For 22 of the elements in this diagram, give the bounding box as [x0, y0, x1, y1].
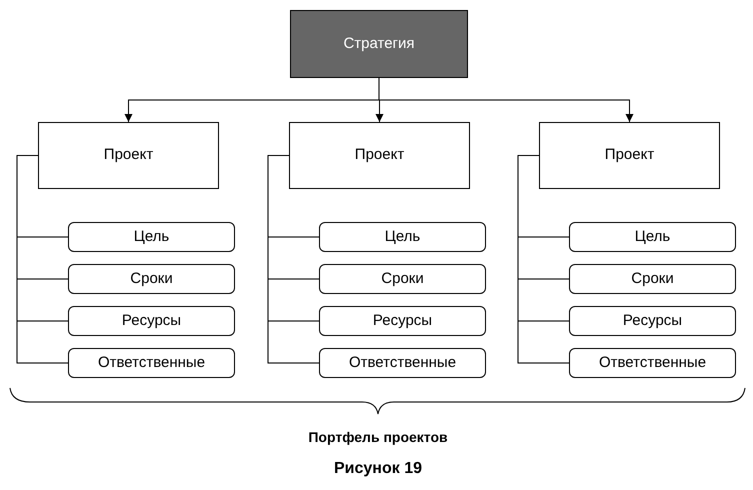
- project-box: Проект: [539, 122, 720, 189]
- attribute-box: Цель: [319, 222, 486, 252]
- attribute-box: Сроки: [569, 264, 736, 294]
- figure-caption: Рисунок 19: [333, 459, 423, 479]
- attribute-box: Сроки: [319, 264, 486, 294]
- strategy-box: Стратегия: [290, 10, 468, 78]
- project-box: Проект: [38, 122, 219, 189]
- attribute-box: Сроки: [68, 264, 235, 294]
- attribute-box: Цель: [569, 222, 736, 252]
- attribute-box: Ответственные: [319, 348, 486, 378]
- attribute-box: Ответственные: [569, 348, 736, 378]
- connector-line: [518, 155, 570, 364]
- connector-line: [268, 155, 320, 364]
- attribute-box: Ресурсы: [319, 306, 486, 336]
- group-label: Портфель проектов: [307, 428, 449, 447]
- arrow: [378, 78, 634, 122]
- attribute-box: Цель: [68, 222, 235, 252]
- attribute-box: Ресурсы: [68, 306, 235, 336]
- connector-line: [16, 155, 68, 364]
- attribute-box: Ресурсы: [569, 306, 736, 336]
- attribute-box: Ответственные: [68, 348, 235, 378]
- project-box: Проект: [289, 122, 470, 189]
